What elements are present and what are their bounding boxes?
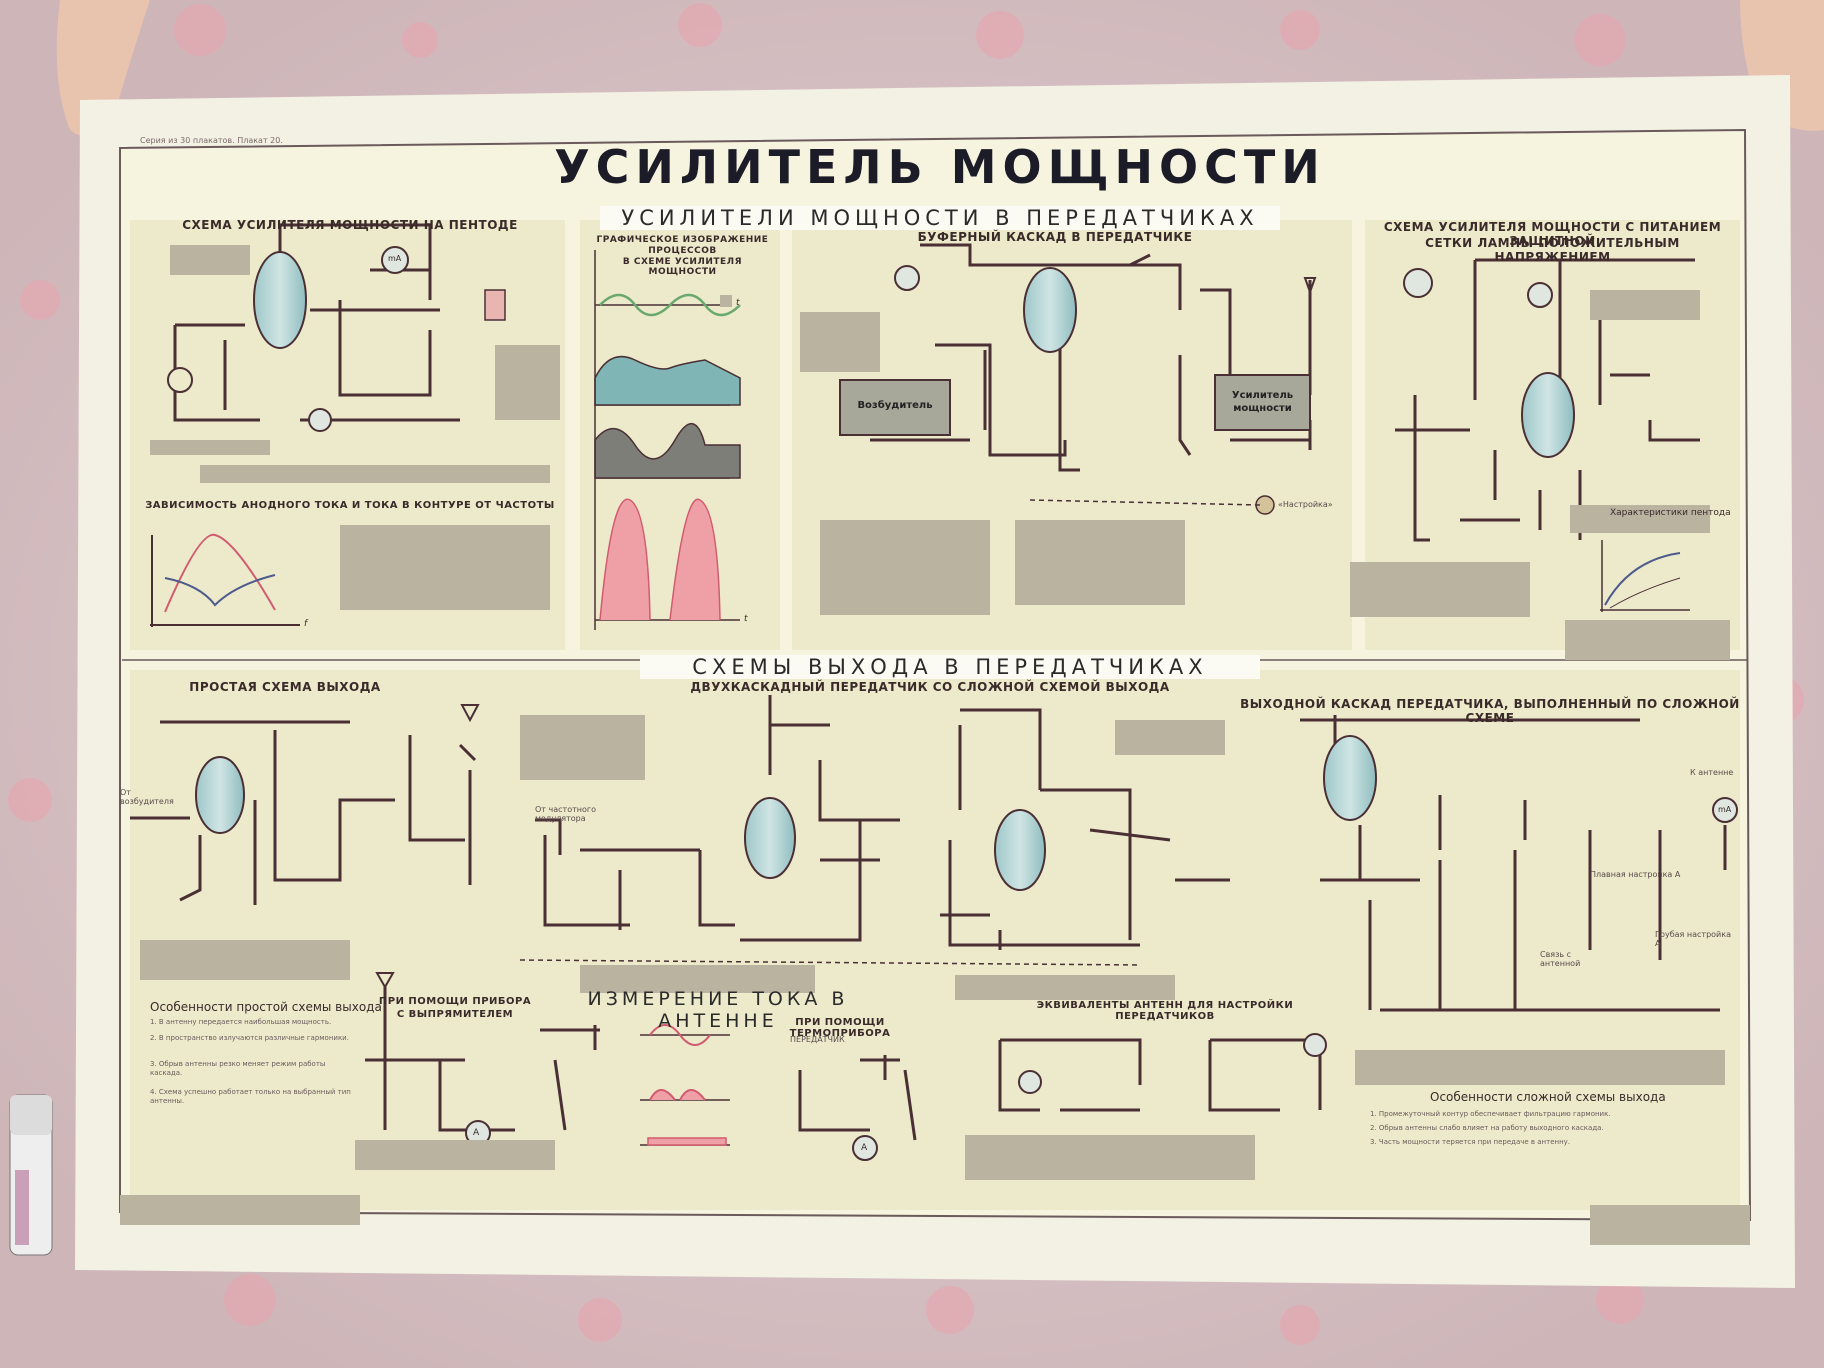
complex-notes — [1355, 1050, 1725, 1085]
two-stage-tube-1 — [744, 797, 796, 879]
pentode-tube — [253, 251, 307, 349]
coupling-label: Связь с антенной — [1540, 950, 1581, 968]
fine-tune-label: Плавная настройка А — [1590, 870, 1681, 879]
section-simple-out: ПРОСТАЯ СХЕМА ВЫХОДА — [189, 680, 381, 694]
section-thermo: ПРИ ПОМОЩИ ТЕРМОПРИБОРА — [789, 1017, 891, 1039]
band-measure: ИЗМЕРЕНИЕ ТОКА В АНТЕННЕ — [587, 988, 849, 1032]
antenna-current-graphs — [640, 1024, 730, 1146]
buffer-meter-icon — [894, 265, 920, 291]
section-rectifier-1: ПРИ ПОМОЩИ ПРИБОРА — [378, 996, 532, 1007]
transmitter-label: ПЕРЕДАТЧИК — [790, 1035, 845, 1044]
pentode-characteristic-graph — [1600, 540, 1690, 612]
from-exciter-label: От возбудителя — [120, 788, 174, 806]
simple-feature-3: 3. Обрыв антенны резко меняет режим рабо… — [150, 1060, 326, 1077]
power-amp-label-2: мощности — [1233, 403, 1292, 414]
simple-features-title: Особенности простой схемы выхода — [150, 1000, 382, 1014]
power-amp-label-1: Усилитель — [1231, 390, 1294, 401]
series-line: Серия из 30 плакатов. Плакат 20. — [140, 136, 283, 145]
two-stage-notes — [520, 715, 1225, 1000]
section-graphs-3: В СХЕМЕ УСИЛИТЕЛЯ МОЩНОСТИ — [622, 257, 743, 277]
ma-label: mA — [388, 254, 402, 263]
simple-feature-2: 2. В пространство излучаются различные г… — [150, 1034, 349, 1042]
section-two-stage: ДВУХКАСКАДНЫЙ ПЕРЕДАТЧИК СО СЛОЖНОЙ СХЕМ… — [690, 680, 1170, 694]
section-rectifier-2: С ВЫПРЯМИТЕЛЕМ — [396, 1009, 514, 1020]
section-freq-dep: ЗАВИСИМОСТЬ АНОДНОГО ТОКА И ТОКА В КОНТУ… — [145, 500, 555, 511]
dashed-link — [1029, 499, 1261, 506]
rectifier-notes — [355, 1140, 555, 1170]
ma-meter-icon — [381, 246, 409, 274]
t-label-1: t — [736, 298, 740, 308]
lighter — [9, 1094, 53, 1256]
a-label: A — [473, 1128, 480, 1138]
thermo-ammeter-icon — [852, 1135, 878, 1161]
exciter-label: Возбудитель — [857, 400, 933, 411]
complex-features-title: Особенности сложной схемы выхода — [1430, 1090, 1666, 1104]
pentode-chars-title: Характеристики пентода — [1610, 508, 1731, 518]
simple-antenna-icon — [460, 704, 480, 723]
two-stage-dashed — [519, 959, 1141, 966]
screen-notes — [1350, 290, 1730, 660]
source-icon — [167, 367, 193, 393]
two-stage-tube-2 — [994, 809, 1046, 891]
band-top: УСИЛИТЕЛИ МОЩНОСТИ В ПЕРЕДАТЧИКАХ — [600, 206, 1280, 230]
equivalent-ma-meter-icon — [1018, 1070, 1042, 1094]
thermo-schematic — [798, 1055, 917, 1141]
screen-ma-meter-icon — [1527, 282, 1553, 308]
exciter-block — [839, 379, 951, 436]
complex-feature-3: 3. Часть мощности теряется при передаче … — [1370, 1138, 1571, 1146]
buffer-notes — [800, 312, 1185, 615]
simple-feature-4: 4. Схема успешно работает только на выбр… — [150, 1088, 351, 1105]
a-label-2: A — [861, 1143, 868, 1153]
screen-grid-tube — [1521, 372, 1575, 458]
band-bottom: СХЕМЫ ВЫХОДА В ПЕРЕДАТЧИКАХ — [640, 655, 1260, 679]
two-stage-schematic — [535, 695, 1230, 950]
simple-notes — [140, 940, 350, 980]
rectifier-antenna-icon — [375, 972, 395, 990]
simple-output-schematic — [130, 720, 477, 905]
power-amp-block — [1214, 374, 1311, 431]
pentode-notes — [150, 245, 560, 483]
neon-lamp-icon — [484, 289, 506, 321]
section-graphs-1: ГРАФИЧЕСКОЕ ИЗОБРАЖЕНИЕ — [596, 235, 769, 245]
from-master-label: От частотного модулятора — [535, 805, 596, 823]
complex-output-tube — [1323, 735, 1377, 821]
frequency-graph — [150, 525, 550, 627]
waveform-graphs — [594, 250, 741, 630]
ma-label-2: mA — [1718, 805, 1732, 814]
f-label: f — [304, 619, 308, 629]
section-graphs-2: ПРОЦЕССОВ — [648, 246, 717, 256]
section-buffer: БУФЕРНЫЙ КАСКАД В ПЕРЕДАТЧИКЕ — [917, 230, 1193, 244]
buffer-tube — [1023, 267, 1077, 353]
section-screen-2: СЕТКИ ЛАМПЫ ПОЛОЖИТЕЛЬНЫМ НАПРЯЖЕНИЕМ — [1425, 236, 1680, 264]
footer-print — [120, 1195, 1750, 1245]
section-screen-1: СХЕМА УСИЛИТЕЛЯ МОЩНОСТИ С ПИТАНИЕМ ЗАЩИ… — [1383, 220, 1722, 248]
equivalent-ma-meter-icon-2 — [1303, 1033, 1327, 1057]
simple-output-tube — [195, 756, 245, 834]
complex-meter-icon — [1712, 797, 1738, 823]
coarse-tune-label: Грубая настройка А — [1655, 930, 1731, 948]
antenna-icon — [1303, 277, 1317, 295]
section-equivalents: ЭКВИВАЛЕНТЫ АНТЕНН ДЛЯ НАСТРОЙКИ ПЕРЕДАТ… — [1036, 1000, 1294, 1022]
complex-feature-1: 1. Промежуточный контур обеспечивает фил… — [1370, 1110, 1611, 1118]
poster-title: УСИЛИТЕЛЬ МОЩНОСТИ — [554, 140, 1326, 194]
to-antenna-label: К антенне — [1690, 768, 1734, 777]
graph-axis-labels — [720, 295, 732, 307]
simple-feature-1: 1. В антенну передается наибольшая мощно… — [150, 1018, 332, 1026]
equivalent-notes — [965, 1135, 1255, 1180]
screen-meter-icon — [1403, 268, 1433, 298]
section-pentode: СХЕМА УСИЛИТЕЛЯ МОЩНОСТИ НА ПЕНТОДЕ — [182, 218, 518, 232]
complex-output-schematic — [1300, 715, 1727, 1012]
antenna-equivalents — [998, 1038, 1322, 1112]
ma-meter-icon-2 — [308, 408, 332, 432]
section-complex-out: ВЫХОДНОЙ КАСКАД ПЕРЕДАТЧИКА, ВЫПОЛНЕННЫЙ… — [1240, 697, 1740, 725]
t-label-4: t — [744, 614, 748, 624]
complex-feature-2: 2. Обрыв антенны слабо влияет на работу … — [1370, 1124, 1604, 1132]
tuning-label: «Настройка» — [1278, 500, 1333, 509]
